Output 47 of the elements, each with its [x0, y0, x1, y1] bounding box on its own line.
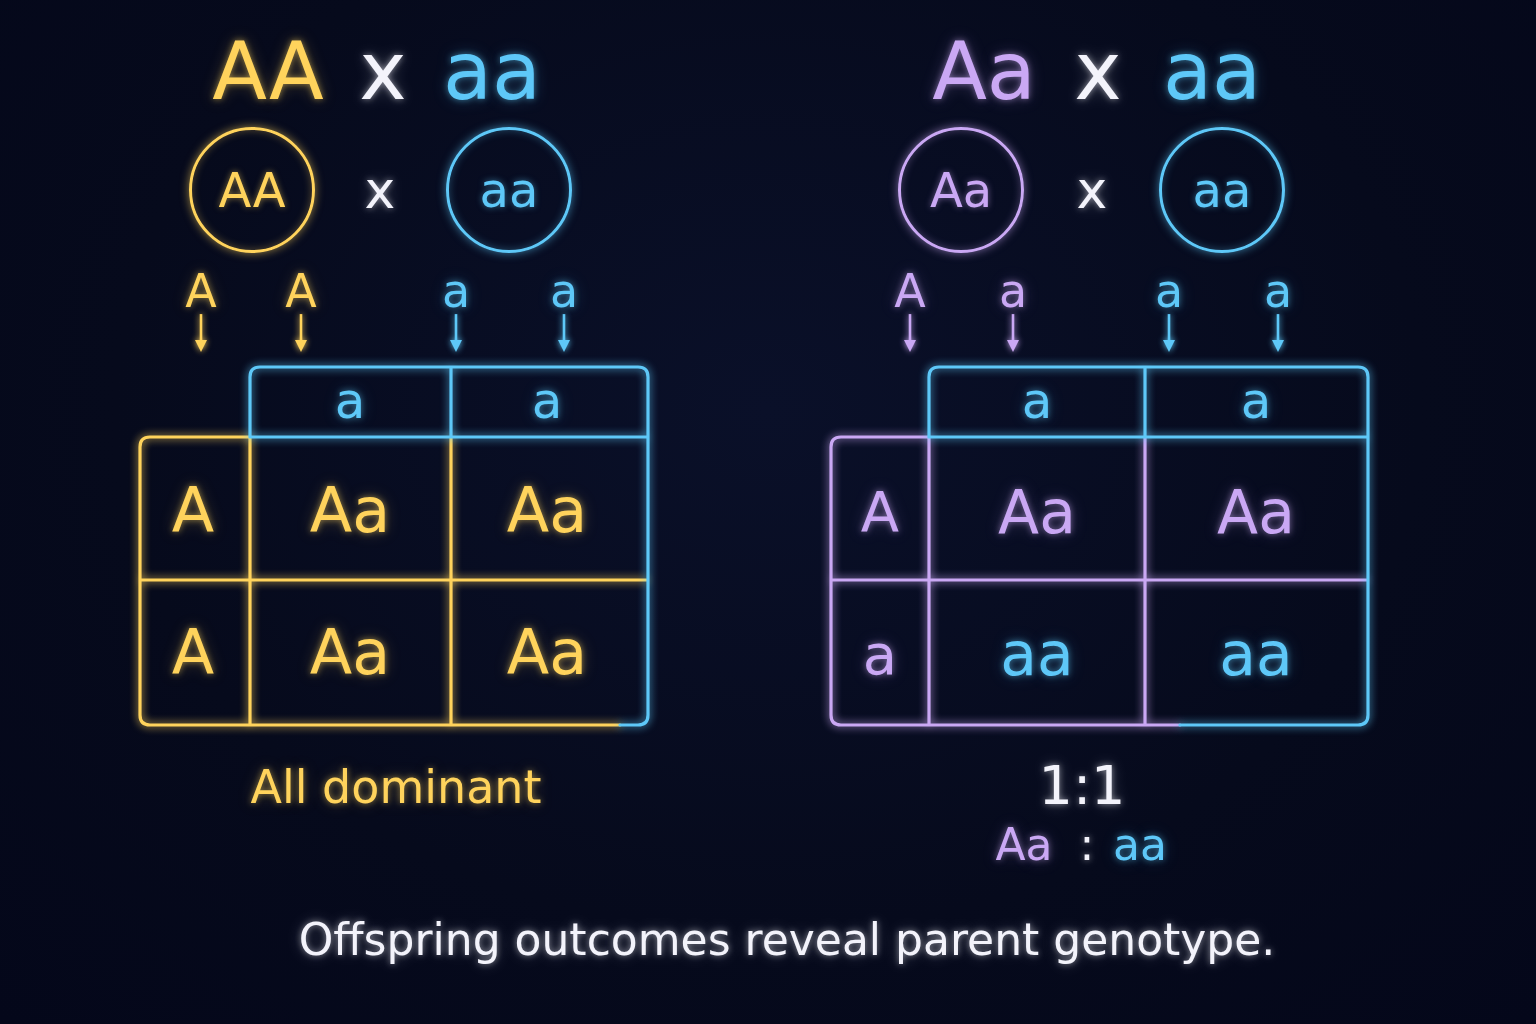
genotype-text: Aa [506, 621, 588, 684]
ratio-text: 1:1 [1038, 759, 1126, 814]
ratio-separator: : [1079, 822, 1095, 867]
allele-letter: a [441, 268, 471, 315]
allele-letter: a [549, 268, 579, 315]
parent-circle [898, 127, 1024, 253]
allele-text: a [334, 375, 366, 426]
genotype-heading: aa [443, 32, 541, 113]
arrow [904, 314, 916, 352]
genotype-text: aa [1000, 624, 1074, 685]
genotype-text: Aa [1217, 482, 1295, 543]
allele-letter: a [1263, 268, 1293, 315]
parent-circle [446, 127, 572, 253]
allele-letter: A [894, 268, 926, 315]
cross-symbol: x [364, 164, 396, 216]
allele-text: a [1240, 375, 1272, 426]
genotype-text: Aa [929, 166, 993, 214]
allele-text: A [171, 479, 215, 542]
genotype-heading: Aa [932, 32, 1036, 113]
genotype-text: Aa [506, 479, 588, 542]
genotype-text: Aa [995, 822, 1053, 867]
genotype-text: aa [1113, 822, 1167, 867]
cross-symbol: x [1076, 164, 1108, 216]
allele-text: a [862, 626, 898, 683]
parent-circle [1159, 127, 1285, 253]
genotype-text: Aa [309, 479, 391, 542]
genotype-heading: AA [212, 32, 324, 113]
genotype-heading: aa [1163, 32, 1261, 113]
parent-circle [189, 127, 315, 253]
allele-text: a [531, 375, 563, 426]
allele-letter: A [185, 268, 217, 315]
allele-text: A [171, 621, 215, 684]
genotype-text: aa [479, 166, 539, 214]
genotype-text: AA [218, 166, 286, 214]
allele-text: a [1021, 375, 1053, 426]
cross-symbol: x [1074, 32, 1122, 113]
outcome-text: All dominant [250, 764, 542, 811]
caption-text: Offspring outcomes reveal parent genotype. [298, 917, 1276, 962]
genotype-text: Aa [998, 482, 1076, 543]
allele-text: A [860, 483, 900, 540]
allele-letter: a [998, 268, 1028, 315]
genotype-text: aa [1192, 166, 1252, 214]
genotype-text: Aa [309, 621, 391, 684]
allele-letter: A [285, 268, 317, 315]
genotype-text: aa [1219, 624, 1293, 685]
allele-letter: a [1154, 268, 1184, 315]
cross-symbol: x [359, 32, 407, 113]
